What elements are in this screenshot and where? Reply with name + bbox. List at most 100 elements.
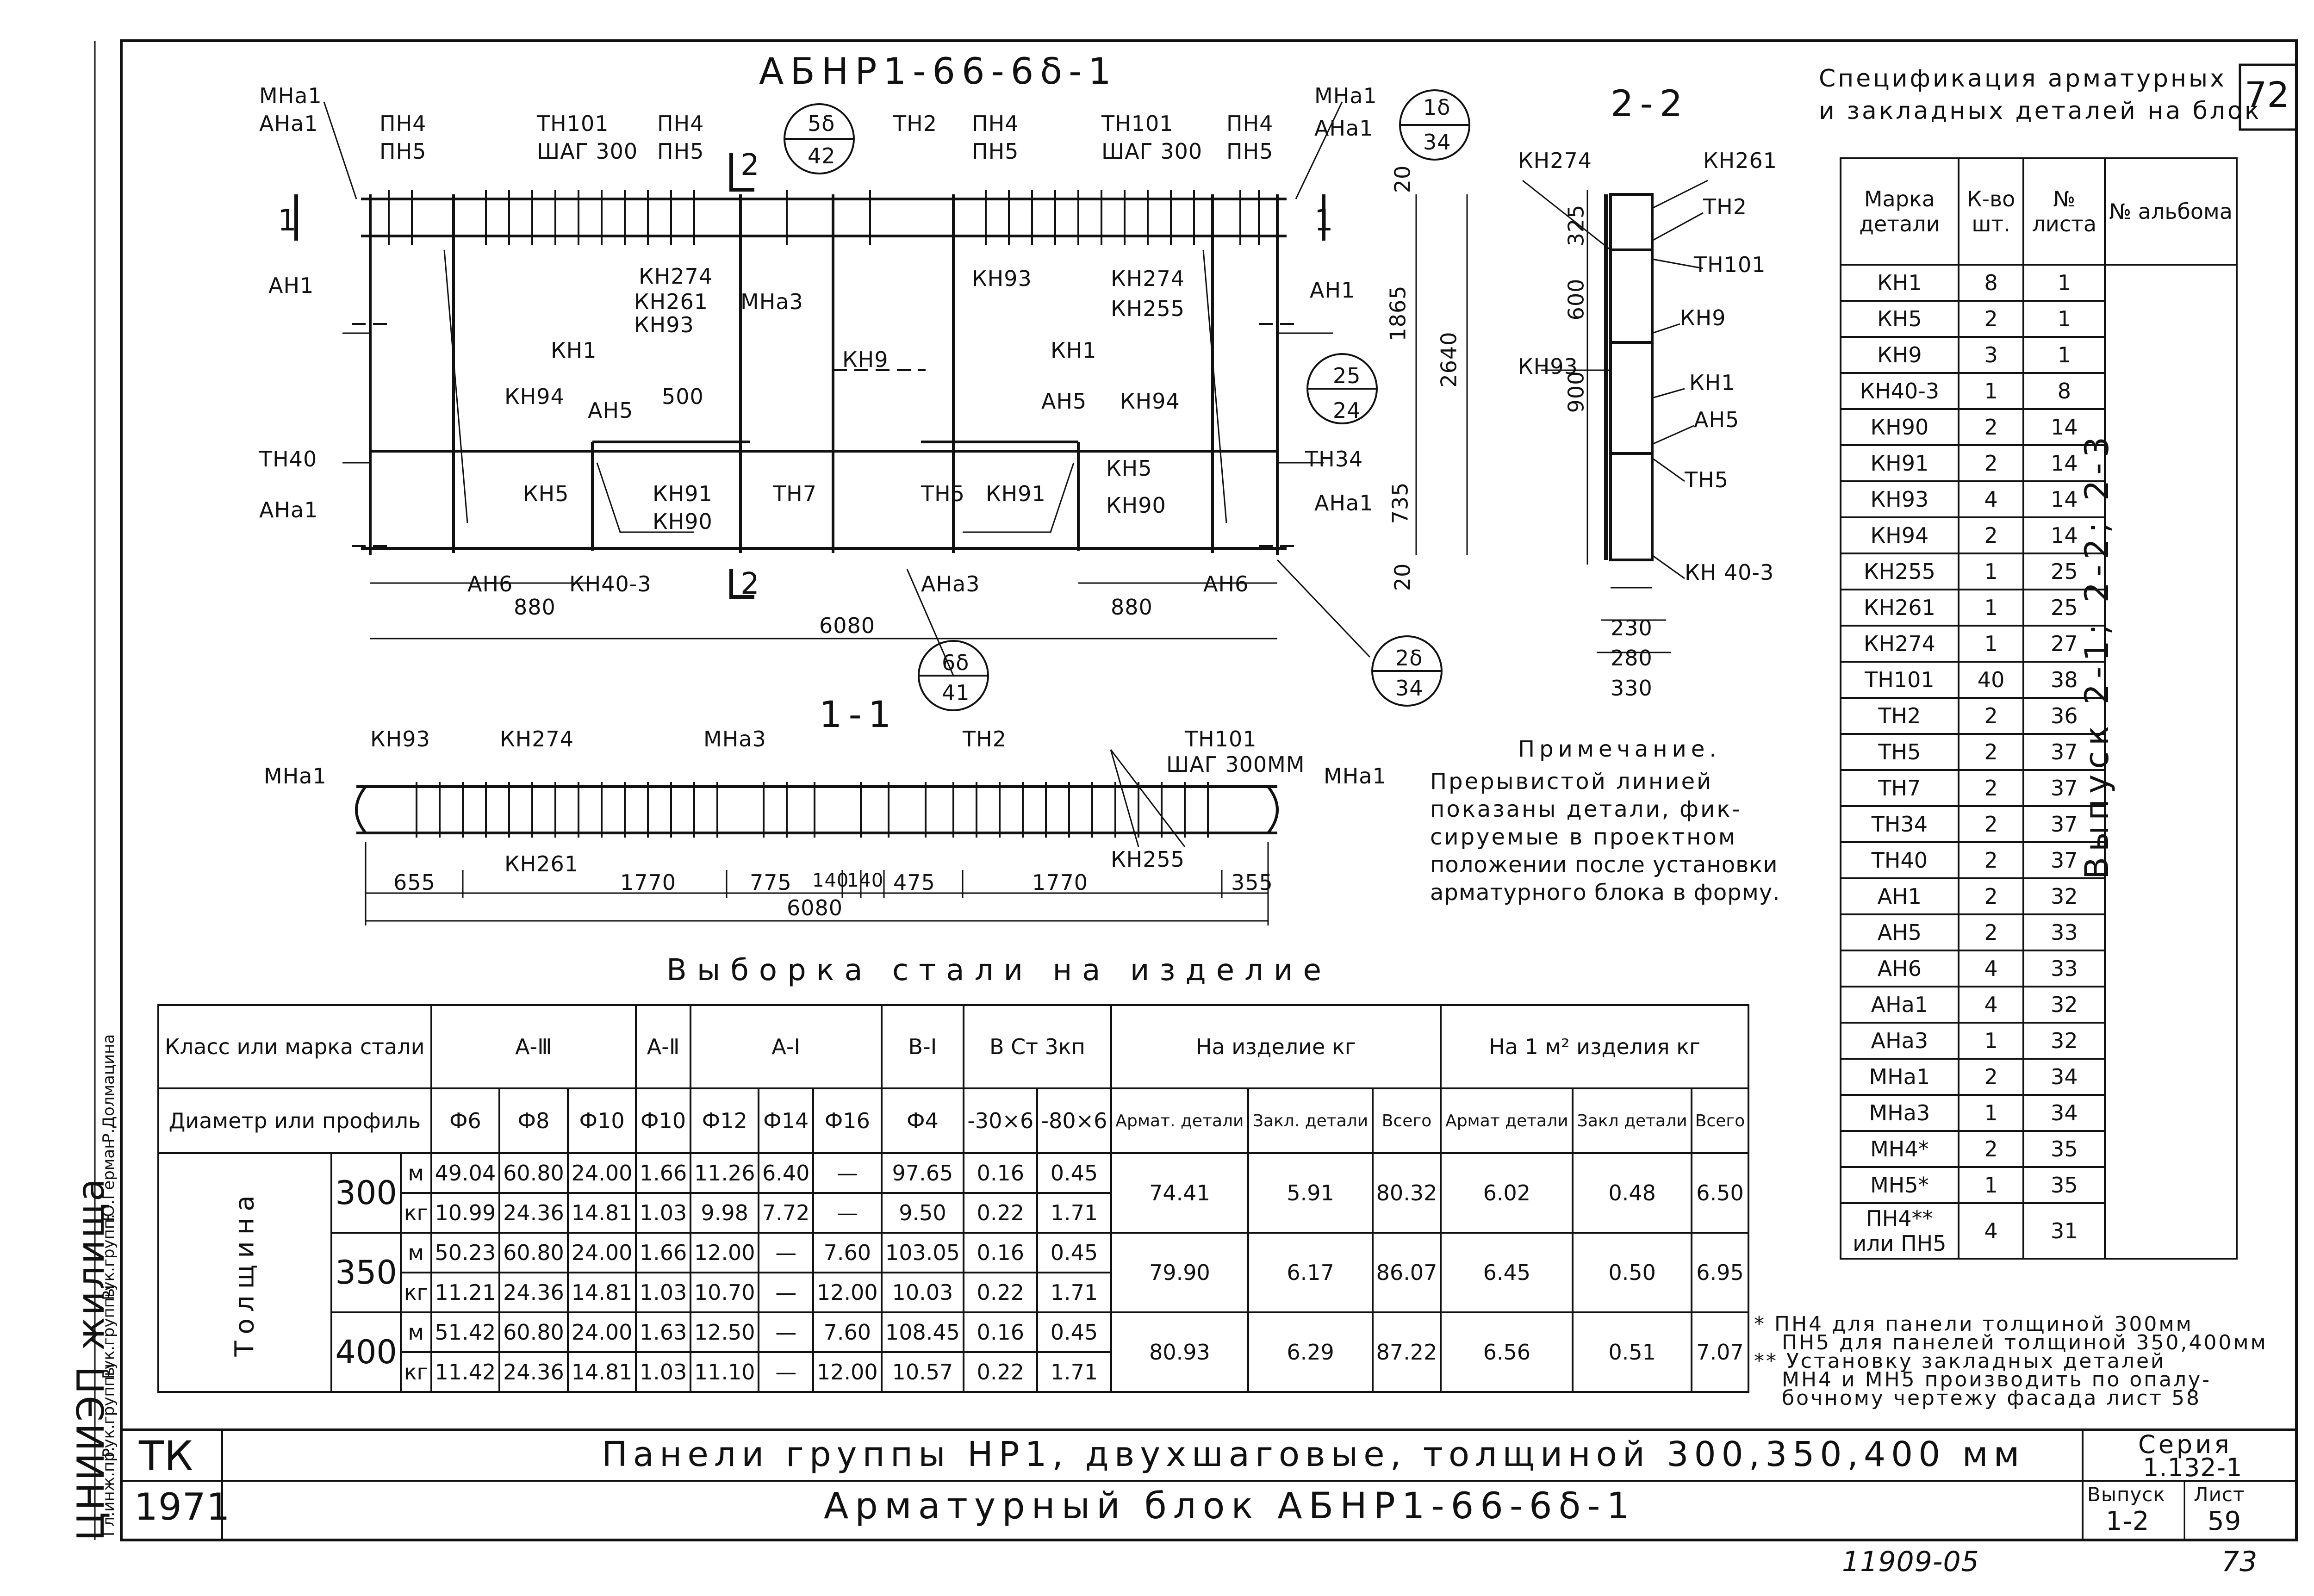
steel-value: 0.16 [963, 1152, 1039, 1194]
s22-kn261: КН261 [1703, 148, 1778, 173]
steel-value: — [812, 1192, 883, 1234]
label-an1-right: АН1 [1310, 278, 1356, 303]
steel-value: 0.22 [963, 1192, 1039, 1234]
steel-value: 11.42 [430, 1351, 501, 1393]
label-kn5-left: КН5 [523, 481, 569, 506]
spec-cell-sheet: 33 [2022, 950, 2106, 987]
label-an1-left: АН1 [268, 273, 314, 298]
steel-value: 10.99 [430, 1192, 501, 1234]
spec-cell-mark: КН255 [1840, 553, 1959, 590]
s11-tn2: ТН2 [963, 727, 1007, 751]
steel-total: 0.51 [1572, 1311, 1693, 1393]
steel-value: 1.71 [1036, 1192, 1112, 1234]
spec-cell-sheet: 1 [2022, 336, 2106, 374]
spec-cell-mark: КН261 [1840, 589, 1959, 627]
s11-dim-1: 1770 [620, 870, 677, 895]
seria-label: Серия [2138, 1430, 2232, 1459]
s22-tn101: ТН101 [1694, 252, 1766, 277]
s22-tn2: ТН2 [1703, 194, 1747, 219]
tk-label: ТК [139, 1432, 194, 1480]
steel-value: 6.40 [758, 1152, 814, 1194]
stamp-entry: Рук.групп. [100, 1214, 118, 1300]
side-vypusk: Выпуск 2-1; 2-2; 2-3 [2078, 431, 2116, 879]
steel-thickness: 300 [330, 1152, 402, 1234]
steel-diam: Ф6 [430, 1087, 501, 1154]
spec-cell-mark: ТН2 [1840, 697, 1959, 735]
bottom-title-1: Панели группы НР1, двухшаговые, толщиной… [602, 1435, 2025, 1474]
steel-unit: кг [399, 1272, 432, 1313]
steel-value: 24.36 [498, 1192, 569, 1234]
spec-cell-sheet: 27 [2022, 625, 2106, 663]
steel-value: 0.45 [1036, 1311, 1112, 1353]
steel-value: — [758, 1232, 814, 1273]
steel-diam: Ф4 [880, 1087, 965, 1154]
steel-total: 74.41 [1110, 1152, 1250, 1234]
callout-4-bottom: 41 [942, 680, 970, 705]
callout-1-top: 5δ [808, 111, 835, 136]
spec-cell-sheet: 14 [2022, 480, 2106, 518]
steel-total: 6.45 [1440, 1232, 1574, 1313]
label-pn5-d: ПН5 [1226, 139, 1274, 164]
steel-table: Класс или марка стали А-Ⅲ А-Ⅱ А-Ⅰ В-Ⅰ В … [157, 1004, 1749, 1393]
spec-cell-qty: 2 [1957, 733, 2025, 771]
s22-kn40-3: КН 40-3 [1685, 560, 1774, 585]
spec-cell-mark: КН90 [1840, 408, 1959, 446]
label-kn274: КН274 [639, 264, 713, 289]
steel-value: 10.03 [880, 1272, 965, 1313]
steel-value: 1.71 [1036, 1351, 1112, 1393]
s11-dim-6: 1770 [1032, 870, 1089, 895]
note-line-3: сируемые в проектном [1430, 824, 1737, 850]
steel-diam: Ф12 [689, 1087, 760, 1154]
spec-album-column [2104, 264, 2238, 1260]
spec-cell-sheet: 35 [2022, 1130, 2106, 1168]
list-value: 59 [2208, 1506, 2242, 1536]
spec-cell-mark: КН91 [1840, 444, 1959, 482]
callout-2-top: 1δ [1423, 95, 1451, 120]
spec-cell-mark: ТН34 [1840, 805, 1959, 843]
s11-mna3: МНа3 [703, 727, 766, 751]
steel-total: 7.07 [1691, 1311, 1749, 1393]
note-line-2: показаны детали, фик- [1430, 796, 1742, 822]
spec-cell-mark: АН6 [1840, 950, 1959, 987]
steel-value: 14.81 [566, 1272, 637, 1313]
spec-cell-mark: КН274 [1840, 625, 1959, 663]
section-2-2-title: 2-2 [1611, 83, 1689, 125]
label-mna3: МНа3 [740, 289, 803, 314]
steel-value: 0.22 [963, 1351, 1039, 1393]
steel-value: 103.05 [880, 1232, 965, 1273]
spec-cell-mark: КН9 [1840, 336, 1959, 374]
steel-sub-header: Армат детали [1440, 1087, 1574, 1154]
steel-total: 87.22 [1371, 1311, 1442, 1393]
s11-dim-0: 655 [393, 870, 435, 895]
callout-5-top: 2δ [1395, 646, 1423, 671]
steel-value: 12.00 [812, 1272, 883, 1313]
s11-dim-5: 475 [893, 870, 935, 895]
spec-cell-qty: 40 [1957, 661, 2025, 699]
vypusk-label: Выпуск [2087, 1483, 2165, 1506]
label-kn90-right: КН90 [1106, 493, 1166, 518]
s11-mna1-right: МНа1 [1324, 764, 1387, 789]
s11-kn274: КН274 [500, 727, 574, 751]
steel-value: 1.03 [635, 1272, 691, 1313]
steel-diam: -80×6 [1036, 1087, 1112, 1154]
label-kn255: КН255 [1111, 296, 1185, 321]
spec-cell-mark: КН40-3 [1840, 372, 1959, 410]
spec-cell-mark: АН1 [1840, 877, 1959, 915]
s22-kn9: КН9 [1680, 305, 1726, 330]
steel-value: 49.04 [430, 1152, 501, 1194]
stamp-entry: Гл.инж.пр. [100, 1447, 118, 1536]
spec-cell-mark: МНа1 [1840, 1058, 1959, 1096]
spec-cell-qty: 2 [1957, 516, 2025, 554]
